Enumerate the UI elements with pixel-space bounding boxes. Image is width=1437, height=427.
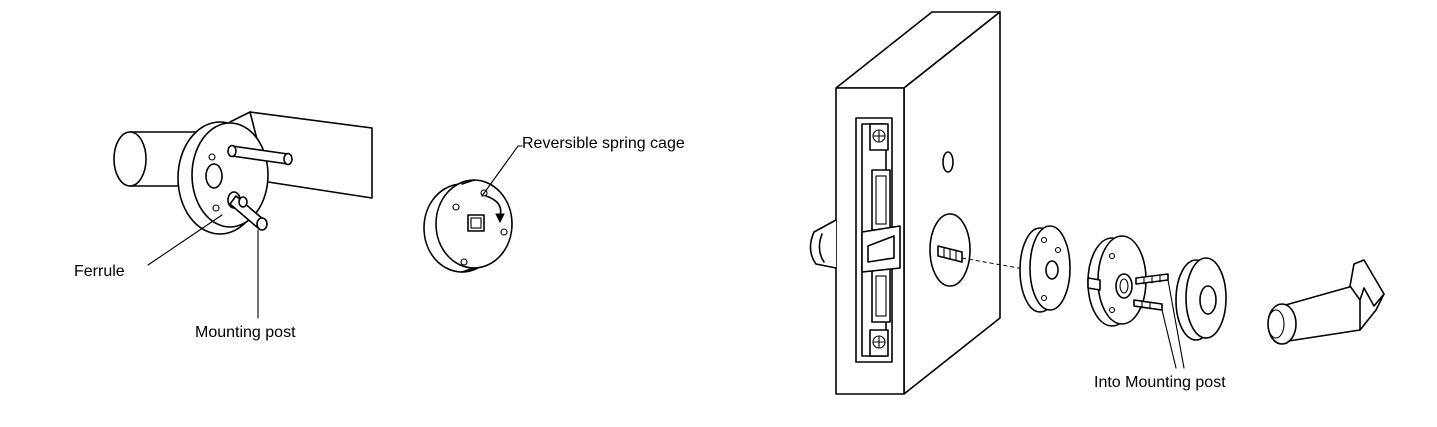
ferrule-label: Ferrule bbox=[74, 263, 125, 280]
mounting-post-label: Mounting post bbox=[195, 324, 296, 341]
rose-assembly bbox=[1087, 235, 1185, 369]
lever-trim-assembly bbox=[113, 111, 373, 319]
reversible-spring-cage bbox=[423, 145, 523, 273]
inside-lever bbox=[809, 219, 837, 269]
rose-ring bbox=[1175, 257, 1227, 341]
spring-cage-installed bbox=[1019, 225, 1071, 313]
into-mounting-post-label: Into Mounting post bbox=[1094, 374, 1226, 391]
mortise-lock-body bbox=[835, 11, 1001, 395]
reversible-spring-cage-label: Reversible spring cage bbox=[522, 135, 685, 152]
outside-lever bbox=[1267, 259, 1385, 345]
